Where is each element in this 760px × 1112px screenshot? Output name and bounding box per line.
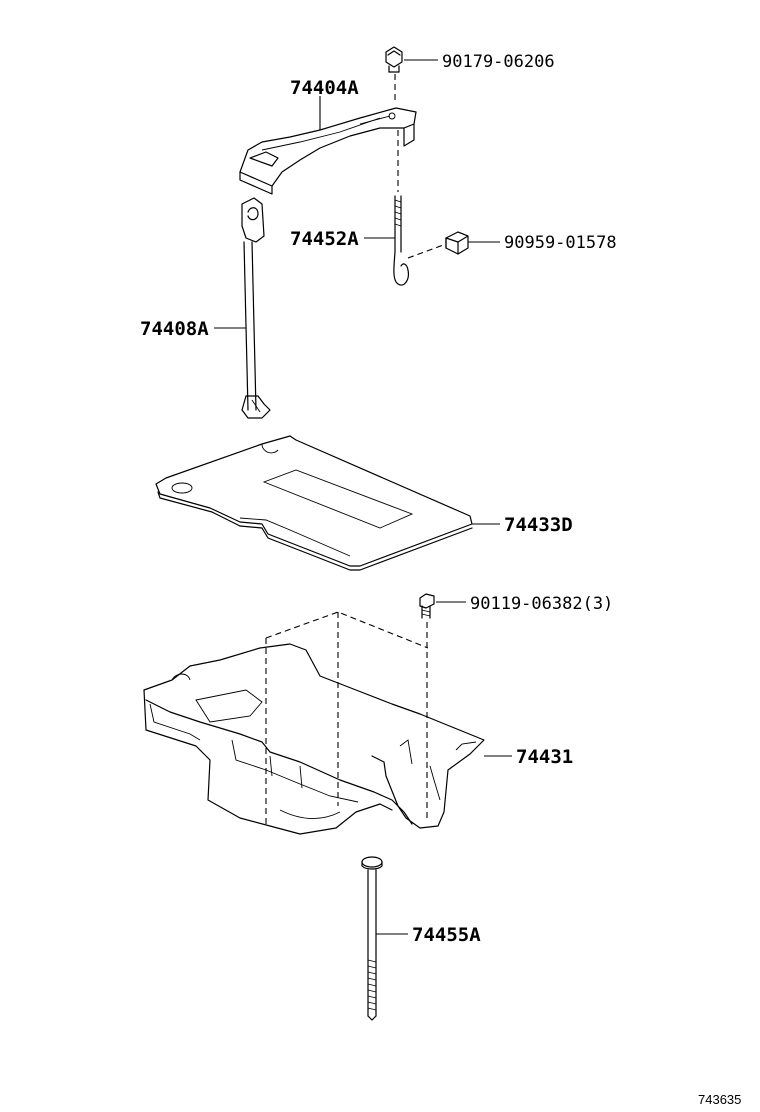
part-number-74452a: 74452A <box>290 228 359 250</box>
part-number-74404a: 74404A <box>290 77 359 99</box>
part-number-90179-06206: 90179-06206 <box>442 52 555 72</box>
part-number-74433d: 74433D <box>504 514 573 536</box>
part-number-74431: 74431 <box>516 746 573 768</box>
hook-bolt-74452a-icon[interactable] <box>393 130 409 286</box>
hold-down-rod-74408a-icon[interactable] <box>241 197 271 419</box>
part-number-74408a: 74408A <box>140 318 209 340</box>
diagram-reference-number: 743635 <box>698 1092 741 1107</box>
nut-90959-01578-icon[interactable] <box>445 231 469 255</box>
battery-box-74431-icon[interactable] <box>143 611 485 835</box>
battery-tray-74433d-icon[interactable] <box>155 435 473 571</box>
part-number-74455a: 74455A <box>412 924 481 946</box>
battery-clamp-74404a-icon[interactable] <box>239 107 417 195</box>
bolt-90119-06382-icon[interactable] <box>419 593 435 619</box>
nut-90179-06206-icon[interactable] <box>385 46 403 73</box>
part-number-90959-01578: 90959-01578 <box>504 233 617 253</box>
bolt-74455a-icon[interactable] <box>361 856 383 1021</box>
part-number-90119-06382: 90119-06382(3) <box>470 594 613 614</box>
